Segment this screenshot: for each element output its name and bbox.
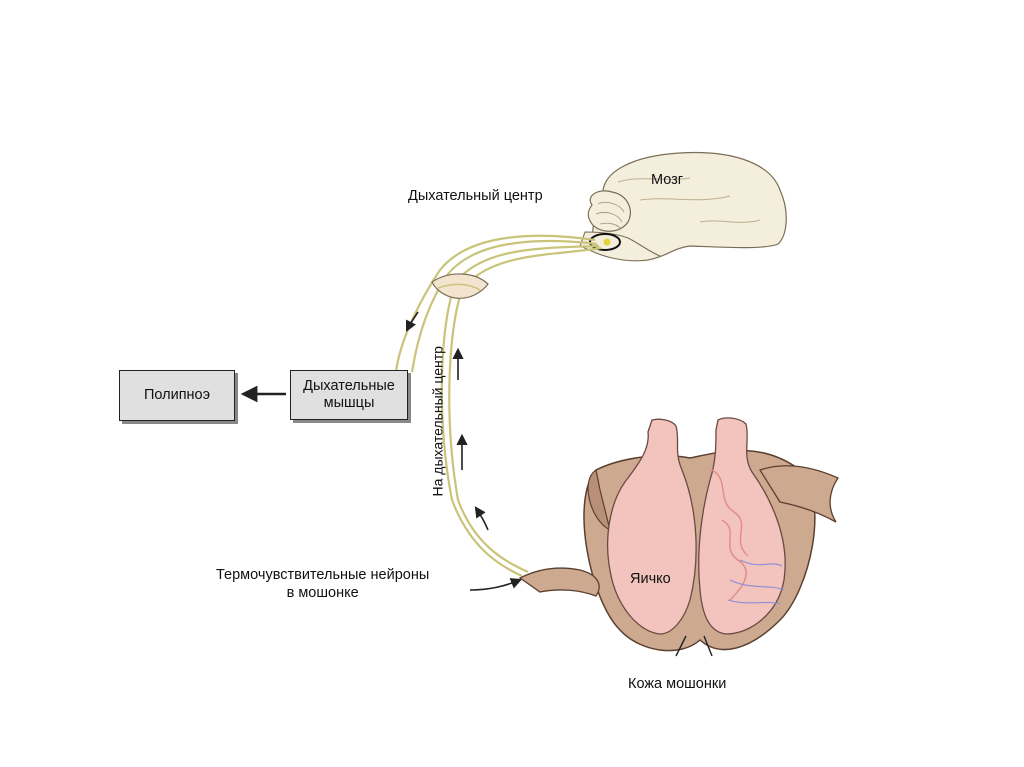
thermo-line2: в мошонке: [286, 585, 359, 601]
spinal-cord-section: [431, 273, 489, 299]
thermo-line1: Термочувствительные нейроны: [216, 567, 430, 583]
brain-label: Мозг: [651, 172, 684, 188]
respiratory-muscles-box: Дыхательные мышцы: [290, 370, 408, 420]
respiratory-center-label: Дыхательный центр: [408, 188, 543, 204]
nerve-tracts: [394, 234, 602, 578]
thermosensitive-neurons-label: Термочувствительные нейроны в мошонке: [216, 566, 429, 602]
polypnea-label: Полипноэ: [143, 387, 211, 403]
scrotal-skin-label: Кожа мошонки: [628, 676, 727, 692]
testis-label: Яичко: [630, 571, 671, 587]
tract-arrows: [405, 311, 523, 591]
resp-muscles-line2: мышцы: [323, 395, 375, 411]
to-respiratory-center-label: На дыхательный центр: [429, 346, 446, 497]
polypnea-box: Полипноэ: [119, 370, 235, 421]
scrotum-illustration: [518, 417, 839, 657]
brain-illustration: [579, 151, 787, 262]
resp-muscles-line1: Дыхательные: [303, 378, 395, 394]
